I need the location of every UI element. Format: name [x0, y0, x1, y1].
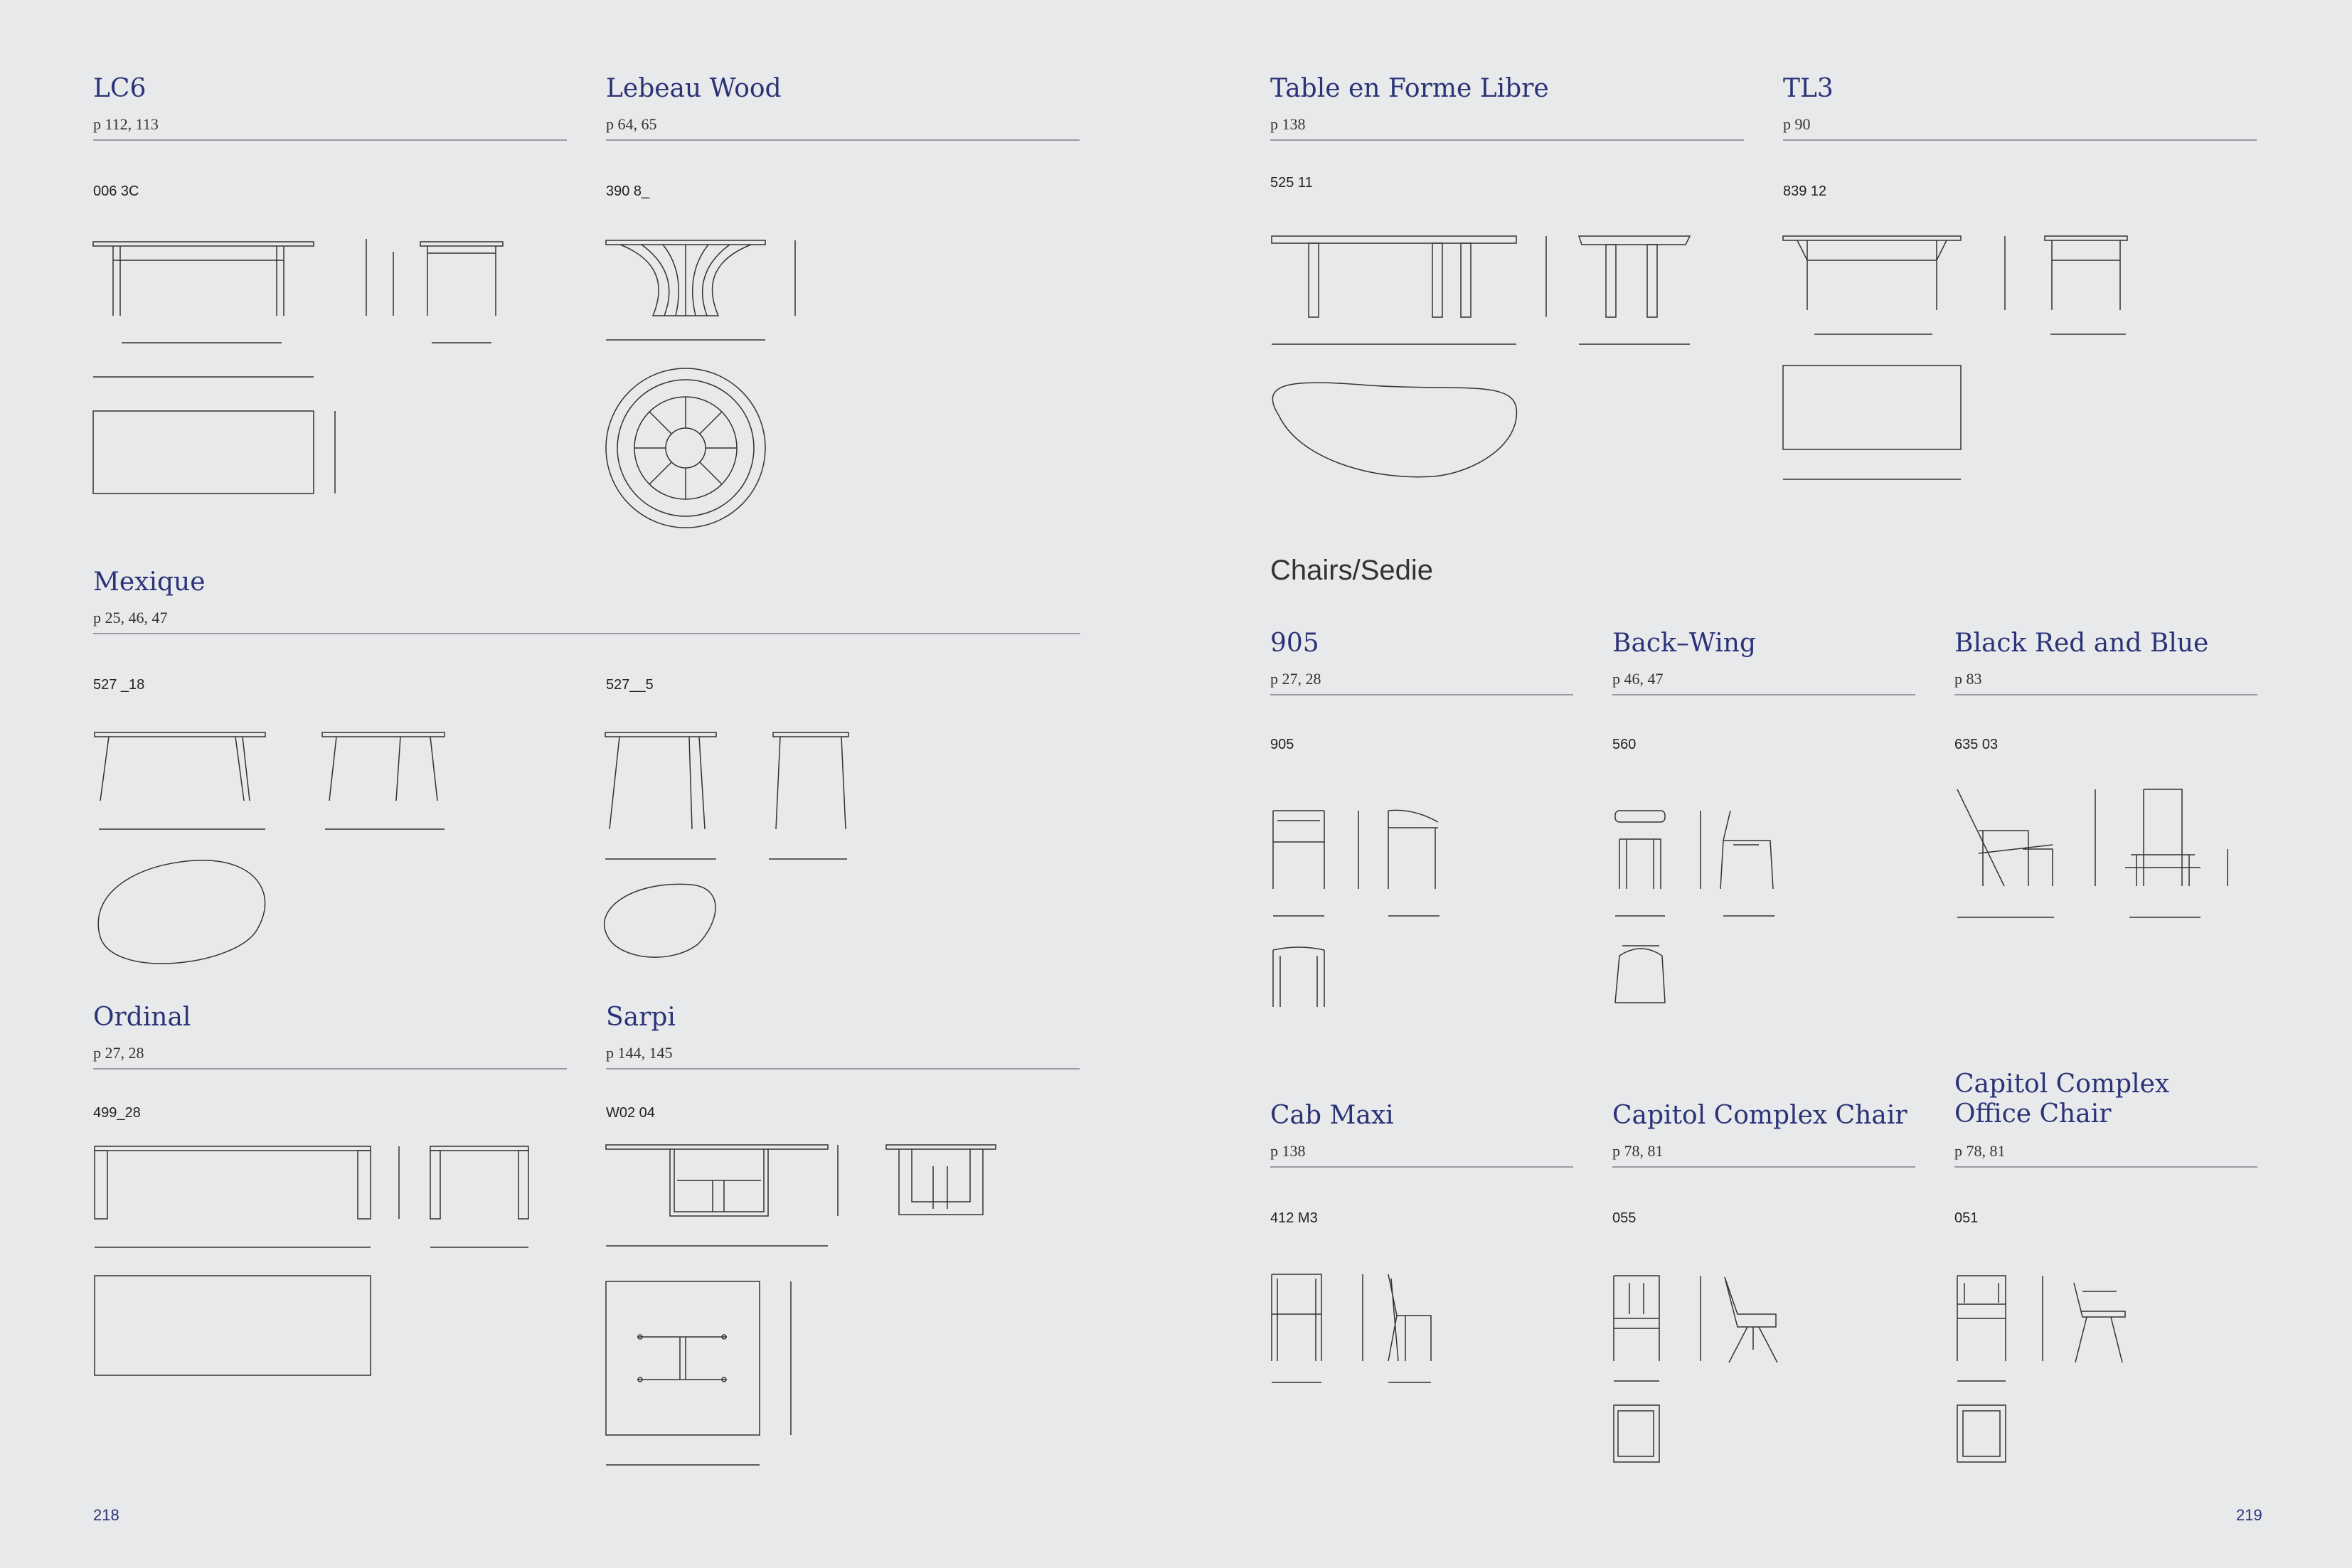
- product-code: 055: [1612, 1210, 1637, 1226]
- divider: [606, 1068, 1080, 1070]
- product-title: 905: [1270, 629, 1319, 658]
- product-pages: p 78, 81: [1954, 1142, 2006, 1160]
- product-pages: p 64, 65: [606, 115, 657, 133]
- product-title: Mexique: [93, 567, 206, 597]
- page-number-right: 219: [2236, 1506, 2262, 1524]
- product-code: 839 12: [1783, 183, 1827, 199]
- product-905: 905 p 27, 28 905: [1270, 629, 1573, 1027]
- black-red-and-blue-drawing: [1957, 789, 2228, 918]
- capitol-complex-office-chair-drawing: [1957, 1275, 2126, 1463]
- product-title: Black Red and Blue: [1954, 629, 2209, 658]
- product-ordinal: Ordinal p 27, 28 499_28: [93, 1003, 567, 1387]
- product-pages: p 25, 46, 47: [93, 609, 168, 626]
- divider: [93, 1068, 567, 1070]
- product-code: 560: [1612, 737, 1637, 752]
- divider: [1612, 1166, 1915, 1168]
- product-pages: p 90: [1783, 115, 1811, 133]
- product-title: Sarpi: [606, 1003, 676, 1032]
- product-code: 525 11: [1270, 175, 1313, 191]
- product-code: 006 3C: [93, 183, 139, 199]
- product-pages: p 78, 81: [1612, 1142, 1664, 1160]
- product-code: W02 04: [606, 1105, 655, 1121]
- product-code-2: 527__5: [606, 677, 654, 693]
- divider: [606, 139, 1080, 141]
- cab-maxi-drawing: [1271, 1274, 1432, 1383]
- page-number-left: 218: [93, 1506, 119, 1524]
- product-title: Lebeau Wood: [606, 74, 782, 103]
- product-lebeau-wood: Lebeau Wood p 64, 65 390 8_: [605, 74, 1080, 536]
- product-lc6: LC6 p 112, 113 006 3C: [92, 74, 567, 501]
- product-title: Capitol Complex Chair: [1612, 1101, 1907, 1130]
- product-back-wing: Back–Wing p 46, 47 560: [1612, 629, 1915, 1027]
- product-pages: p 138: [1270, 1142, 1306, 1160]
- product-pages: p 144, 145: [606, 1044, 673, 1062]
- capitol-complex-chair-drawing: [1613, 1275, 1778, 1463]
- lc6-drawing: [92, 239, 504, 494]
- product-sarpi: Sarpi p 144, 145 W02 04: [605, 1003, 1080, 1493]
- product-tl3: TL3 p 90 839 12: [1782, 74, 2257, 501]
- product-code: 412 M3: [1270, 1210, 1318, 1226]
- product-title: Cab Maxi: [1270, 1101, 1394, 1130]
- divider: [1612, 694, 1915, 695]
- sarpi-drawing: [605, 1144, 996, 1466]
- product-cab-maxi: Cab Maxi p 138 412 M3: [1270, 1101, 1573, 1471]
- divider: [93, 633, 1080, 634]
- divider: [93, 139, 567, 141]
- product-title: TL3: [1783, 74, 1834, 103]
- divider: [1270, 139, 1744, 141]
- product-code: 499_28: [93, 1105, 141, 1121]
- product-code: 905: [1270, 737, 1294, 752]
- product-black-red-and-blue: Black Red and Blue p 83 635 03: [1954, 629, 2257, 1027]
- product-pages: p 27, 28: [93, 1044, 144, 1062]
- product-title: Back–Wing: [1612, 629, 1757, 658]
- product-pages: p 27, 28: [1270, 670, 1321, 688]
- section-title: Chairs/Sedie: [1270, 555, 1434, 586]
- product-capitol-complex-chair: Capitol Complex Chair p 78, 81 055: [1612, 1101, 1915, 1485]
- divider: [1783, 139, 2257, 141]
- lebeau-wood-drawing: [605, 240, 796, 528]
- product-pages: p 83: [1954, 670, 1982, 688]
- divider: [1954, 694, 2257, 695]
- product-pages: p 46, 47: [1612, 670, 1664, 688]
- divider: [1954, 1166, 2257, 1168]
- ordinal-drawing: [94, 1146, 529, 1376]
- product-code: 051: [1954, 1210, 1979, 1226]
- mexique-drawing: [94, 732, 849, 964]
- table-en-forme-libre-drawing: [1271, 235, 1691, 478]
- divider: [1270, 1166, 1573, 1168]
- product-code: 390 8_: [606, 183, 650, 199]
- chair-905-drawing: [1272, 809, 1440, 1007]
- product-pages: p 138: [1270, 115, 1306, 133]
- product-title: Ordinal: [93, 1003, 191, 1032]
- product-pages: p 112, 113: [93, 115, 159, 133]
- product-mexique: Mexique p 25, 46, 47 527 _18 527__5: [93, 567, 1080, 994]
- back-wing-drawing: [1614, 810, 1774, 1003]
- product-code: 527 _18: [93, 677, 145, 693]
- product-title: LC6: [93, 74, 147, 103]
- product-title: Table en Forme Libre: [1270, 74, 1549, 103]
- product-table-en-forme-libre: Table en Forme Libre p 138 525 11: [1270, 74, 1744, 501]
- tl3-drawing: [1782, 235, 2128, 480]
- product-title: Capitol Complex Office Chair: [1954, 1070, 2170, 1129]
- product-capitol-complex-office-chair: Capitol Complex Office Chair p 78, 81 05…: [1954, 1070, 2257, 1482]
- divider: [1270, 694, 1573, 695]
- product-code: 635 03: [1954, 737, 1999, 752]
